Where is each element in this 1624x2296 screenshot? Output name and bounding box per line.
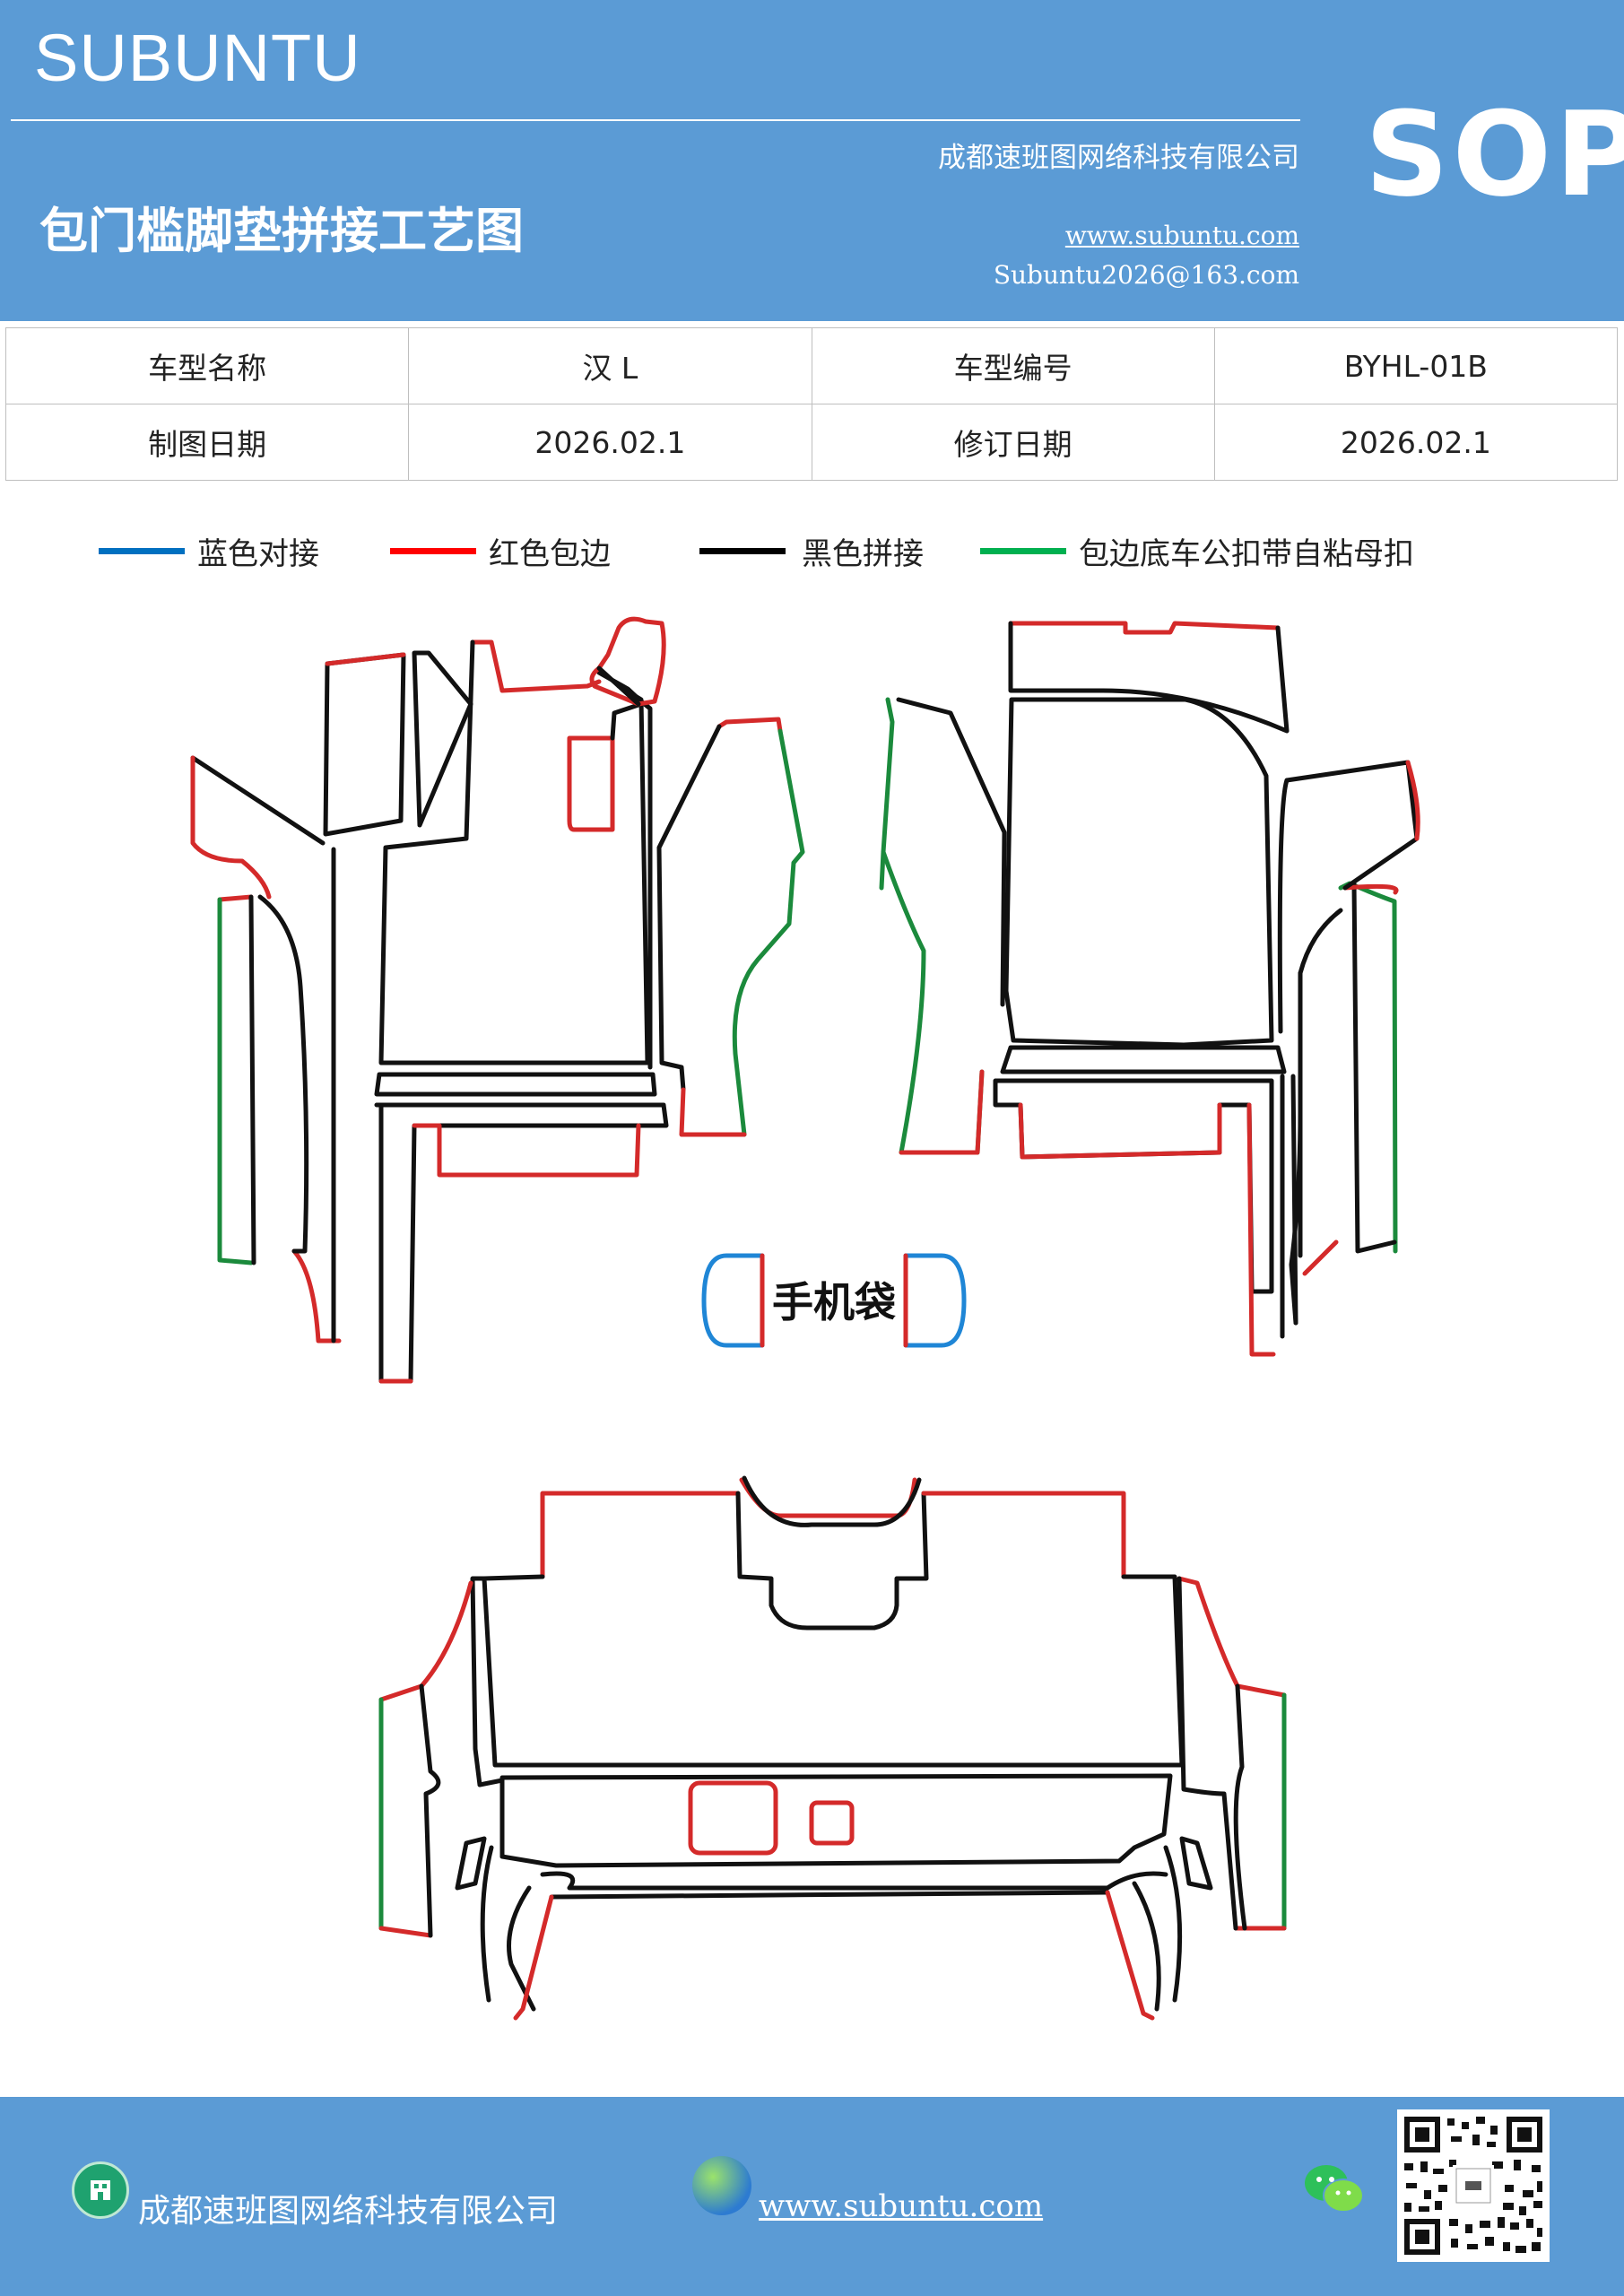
table-row: 制图日期 2026.02.1 修订日期 2026.02.1: [4, 404, 1619, 481]
brand-name: SUBUNTU: [34, 21, 361, 95]
black-line-swatch: [699, 548, 786, 554]
wechat-icon[interactable]: [1302, 2161, 1365, 2217]
legend-item-green: 包边底车公扣带自粘母扣: [980, 529, 1414, 573]
legend-label: 红色包边: [489, 536, 611, 572]
legend-label: 包边底车公扣带自粘母扣: [1079, 536, 1414, 572]
legend-item-blue: 蓝色对接: [99, 529, 319, 573]
red-line-swatch: [390, 548, 476, 554]
table-row: 车型名称 汉 L 车型编号 BYHL-01B: [4, 327, 1619, 404]
header-banner: [0, 0, 1624, 321]
legend-item-red: 红色包边: [390, 529, 611, 573]
green-line-swatch: [980, 548, 1066, 554]
front-left-mat-group: [190, 616, 805, 1384]
building-icon: [72, 2161, 129, 2219]
sop-badge: SOP: [1365, 86, 1624, 222]
value-model-code: BYHL-01B: [1213, 327, 1619, 404]
value-draw-date: 2026.02.1: [408, 404, 812, 481]
legend-label: 黑色拼接: [802, 536, 924, 572]
label-revise-date: 修订日期: [811, 404, 1215, 481]
rear-mat-group: [378, 1475, 1287, 2021]
header-email: Subuntu2026@163.com: [993, 260, 1299, 290]
globe-icon: [692, 2156, 751, 2215]
front-right-mat-group: [879, 621, 1420, 1357]
footer-company: 成都速班图网络科技有限公司: [138, 2193, 559, 2230]
vehicle-info-table: 车型名称 汉 L 车型编号 BYHL-01B 制图日期 2026.02.1 修订…: [4, 327, 1619, 481]
header-divider: [11, 119, 1300, 121]
legend-item-black: 黑色拼接: [699, 529, 924, 573]
document-title: 包门槛脚垫拼接工艺图: [39, 202, 524, 259]
blue-line-swatch: [99, 548, 185, 554]
line-legend: 蓝色对接 红色包边 黑色拼接 包边底车公扣带自粘母扣: [0, 529, 1624, 572]
phone-bag-label: 手机袋: [772, 1278, 896, 1326]
value-model-name: 汉 L: [408, 327, 812, 404]
header-company: 成都速班图网络科技有限公司: [938, 142, 1299, 174]
phone-bag-group: 手机袋: [701, 1253, 967, 1348]
footer-url-link[interactable]: www.subuntu.com: [759, 2188, 1044, 2224]
legend-label: 蓝色对接: [197, 536, 319, 572]
qr-code: [1397, 2109, 1550, 2262]
value-revise-date: 2026.02.1: [1213, 404, 1619, 481]
label-draw-date: 制图日期: [4, 404, 410, 481]
header-url-link[interactable]: www.subuntu.com: [1064, 221, 1299, 250]
label-model-code: 车型编号: [811, 327, 1215, 404]
label-model-name: 车型名称: [4, 327, 410, 404]
